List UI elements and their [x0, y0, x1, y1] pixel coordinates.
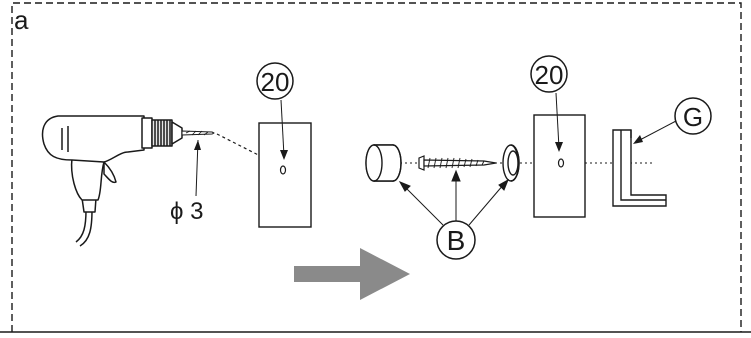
panel-label: a: [14, 5, 29, 35]
part-g-callout: [674, 97, 712, 135]
drill-chuck-collar: [141, 117, 153, 149]
part-20-leader-left: [280, 99, 285, 157]
part-g-leader: [635, 120, 677, 143]
wall-panel-20-right: [533, 114, 586, 218]
drill-handle: [70, 157, 105, 201]
process-arrow: [294, 248, 410, 300]
wall-panel-20-left: [258, 122, 312, 228]
drill-body: [41, 115, 145, 163]
drill-bit-size-label: ϕ 3: [170, 198, 203, 225]
l-bracket: [612, 129, 667, 207]
drilled-hole-left: [279, 165, 287, 175]
part-20-leader-right: [555, 92, 560, 149]
part-20-label-right: 20: [535, 60, 564, 90]
drilled-hole-right: [557, 158, 565, 168]
dashed-frame: [11, 2, 742, 332]
drill-trigger: [103, 161, 117, 184]
cover-cap: [365, 144, 402, 182]
drill-cord: [75, 209, 87, 243]
drill-icon: [41, 115, 215, 247]
screw: [418, 155, 497, 171]
part-b-label: B: [447, 225, 466, 256]
part-b-leaders: [398, 169, 509, 226]
part-20-callout-left: [256, 62, 294, 100]
part-20-callout-right: [530, 55, 568, 93]
part-g-label: G: [683, 102, 703, 132]
part-20-label-left: 20: [261, 67, 290, 97]
washer: [502, 144, 520, 182]
drill-chuck: [151, 119, 183, 147]
